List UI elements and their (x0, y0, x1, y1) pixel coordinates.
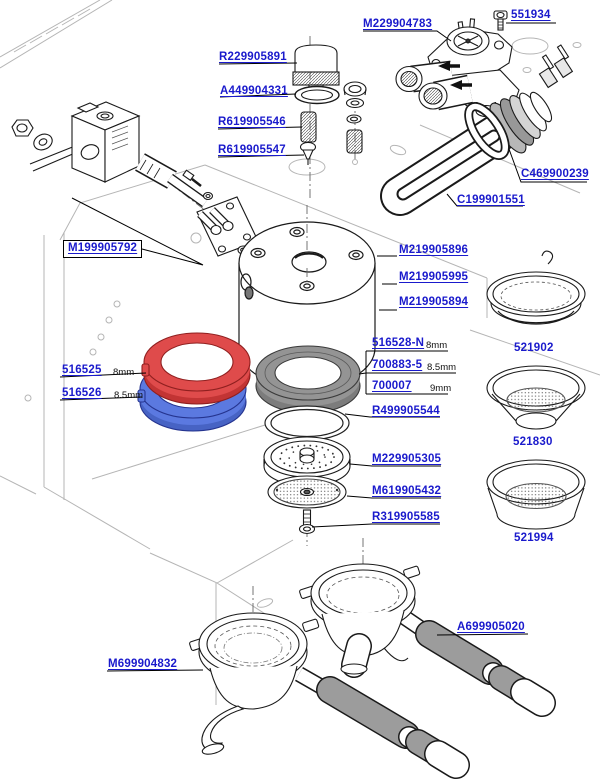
element-terminals (538, 44, 574, 89)
part-label-700007[interactable]: 700007 (372, 380, 412, 392)
part-label-m219905896[interactable]: M219905896 (399, 244, 469, 256)
part-label-m699904832[interactable]: M699904832 (108, 658, 178, 670)
part-label-521994[interactable]: 521994 (514, 532, 554, 544)
pneumatic-valve (395, 18, 520, 118)
part-label-551934[interactable]: 551934 (511, 9, 551, 21)
part-label-a699905020[interactable]: A699905020 (457, 621, 525, 633)
leader-lines (59, 22, 587, 672)
part-label-r229905891[interactable]: R229905891 (219, 51, 287, 63)
part-label-r619905547[interactable]: R619905547 (218, 144, 286, 156)
part-label-700883-5[interactable]: 700883-5 (372, 359, 423, 371)
size-700883-5: 8.5mm (427, 362, 457, 373)
part-label-516525[interactable]: 516525 (62, 364, 102, 376)
size-516528n: 8mm (426, 340, 448, 351)
part-label-c199901551[interactable]: C199901551 (457, 194, 525, 206)
group-gasket-gray (255, 345, 361, 414)
part-label-r319905585[interactable]: R319905585 (372, 511, 440, 523)
brew-plug-stack (292, 44, 340, 165)
part-label-521902[interactable]: 521902 (514, 342, 554, 354)
shower-screen (267, 475, 347, 509)
part-label-521830[interactable]: 521830 (513, 436, 553, 448)
portafilter-left (189, 612, 470, 779)
part-label-m619905432[interactable]: M619905432 (372, 485, 442, 497)
part-label-m219905995[interactable]: M219905995 (399, 271, 469, 283)
part-label-a449904331[interactable]: A449904331 (220, 85, 288, 97)
part-label-516528n[interactable]: 516528-N (372, 337, 425, 349)
heating-element (380, 44, 574, 216)
basket-521994 (486, 459, 586, 530)
part-label-516526[interactable]: 516526 (62, 387, 102, 399)
solenoid-valve-assembly (11, 101, 259, 257)
part-label-r619905546[interactable]: R619905546 (218, 116, 286, 128)
part-label-m219905894[interactable]: M219905894 (399, 296, 469, 308)
fitting-stack (343, 81, 367, 154)
hex-screw-551934 (493, 10, 508, 31)
part-label-m229904783[interactable]: M229904783 (363, 18, 433, 30)
part-label-m199905792[interactable]: M199905792 (63, 240, 143, 258)
screen-screw (298, 509, 316, 535)
part-label-r499905544[interactable]: R499905544 (372, 405, 440, 417)
size-516526: 8.5mm (114, 390, 144, 401)
gasket-red-516525 (141, 332, 251, 405)
part-label-c469900239[interactable]: C469900239 (521, 168, 589, 180)
oring-r499905544 (264, 405, 350, 441)
basket-521830 (486, 365, 586, 430)
part-label-m229905305[interactable]: M229905305 (372, 453, 442, 465)
size-700007: 9mm (430, 383, 452, 394)
basket-521902 (486, 250, 586, 325)
size-516525: 8mm (113, 367, 135, 378)
portafilter-right (299, 563, 556, 717)
